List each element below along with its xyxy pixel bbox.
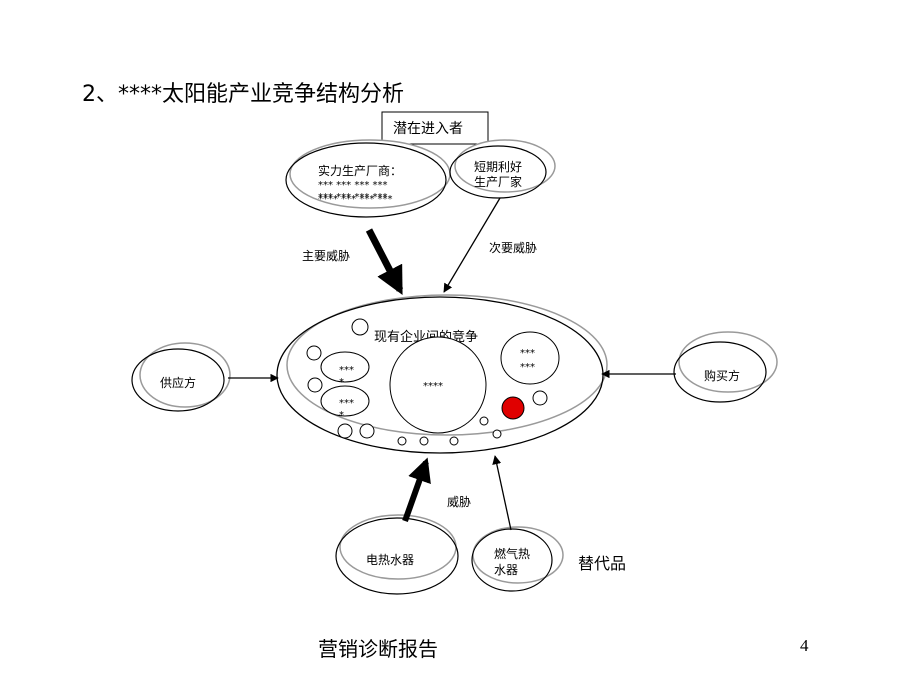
left-top-player-tail: * bbox=[339, 377, 344, 388]
gas-heater-line-1: 燃气热 bbox=[494, 546, 530, 561]
gas-heater-node: 燃气热 水器 bbox=[471, 526, 564, 592]
buyer-node: 购买方 bbox=[673, 331, 778, 403]
secondary-threat-label: 次要威胁 bbox=[489, 240, 537, 255]
small-player bbox=[306, 345, 322, 361]
short-term-producers-line-2: 生产厂家 bbox=[474, 174, 522, 189]
industry-competition-node: 现有企业间的竞争 **** *** * *** * *** *** bbox=[276, 294, 608, 454]
gas-heater-arrow bbox=[492, 455, 512, 531]
left-bottom-player-label: *** bbox=[339, 398, 354, 409]
main-threat-arrow bbox=[365, 228, 404, 295]
slide-title: 2、****太阳能产业竞争结构分析 bbox=[82, 82, 404, 107]
secondary-threat-arrow bbox=[443, 197, 501, 293]
strong-manufacturers-line-2: *** *** *** *** bbox=[318, 192, 388, 203]
potential-entrants-box: 潜在进入者 bbox=[381, 111, 489, 145]
page-number: 4 bbox=[800, 636, 809, 655]
potential-entrants-label: 潜在进入者 bbox=[393, 121, 463, 137]
substitute-threat-arrow bbox=[402, 457, 431, 523]
small-player bbox=[337, 423, 353, 439]
strong-manufacturers-label: 实力生产厂商： bbox=[318, 163, 402, 178]
small-player bbox=[307, 377, 323, 393]
supplier-node: 供应方 bbox=[131, 342, 231, 412]
left-top-player-label: *** bbox=[339, 365, 354, 376]
small-player bbox=[479, 416, 489, 426]
supplier-label: 供应方 bbox=[160, 375, 196, 390]
small-player bbox=[351, 318, 369, 336]
small-player bbox=[449, 436, 459, 446]
short-term-producers-node: 短期利好 生产厂家 bbox=[449, 139, 556, 199]
main-threat-label: 主要威胁 bbox=[302, 248, 350, 263]
left-top-player bbox=[320, 351, 370, 383]
gas-heater-line-2: 水器 bbox=[494, 563, 518, 577]
strong-manufacturers-line-1: *** *** *** *** bbox=[318, 180, 388, 191]
slide-footer: 营销诊断报告 bbox=[318, 637, 438, 661]
right-player-line-1: *** bbox=[520, 348, 535, 359]
small-player bbox=[397, 436, 407, 446]
small-player bbox=[532, 390, 548, 406]
strong-manufacturers-line-3: **** *** *** *** bbox=[318, 194, 393, 205]
small-player bbox=[359, 423, 375, 439]
small-player bbox=[419, 436, 429, 446]
substitutes-label: 替代品 bbox=[578, 554, 626, 573]
substitute-threat-label: 威胁 bbox=[447, 494, 471, 509]
left-bottom-player-tail: * bbox=[339, 410, 344, 421]
electric-heater-label: 电热水器 bbox=[366, 553, 414, 567]
strong-manufacturers-node: 实力生产厂商： *** *** *** *** *** *** *** *** … bbox=[285, 139, 451, 218]
center-player-circle bbox=[389, 336, 487, 434]
short-term-producers-line-1: 短期利好 bbox=[474, 160, 522, 174]
electric-heater-node: 电热水器 bbox=[335, 514, 459, 595]
buyer-label: 购买方 bbox=[704, 368, 740, 383]
center-player-label: **** bbox=[423, 381, 443, 392]
small-player bbox=[492, 429, 502, 439]
right-player-line-2: *** bbox=[520, 362, 535, 373]
right-player-group bbox=[500, 331, 560, 385]
left-bottom-player bbox=[320, 385, 370, 417]
highlighted-player bbox=[501, 396, 525, 420]
